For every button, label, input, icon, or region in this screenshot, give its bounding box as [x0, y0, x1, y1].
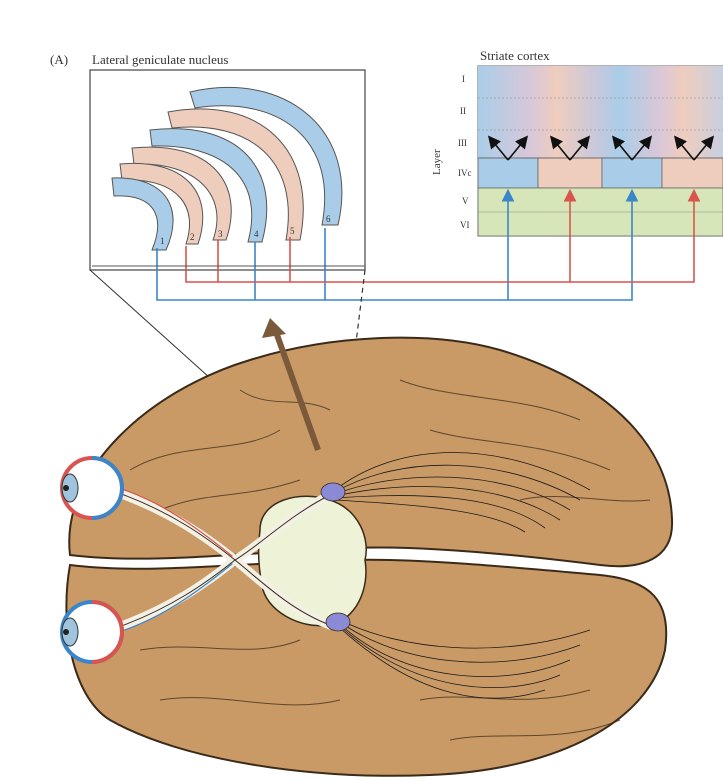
cortex-layer-I: I — [462, 74, 465, 84]
lgn-layer-number-3: 3 — [218, 229, 223, 239]
brain-hemisphere-lower — [66, 560, 666, 776]
cortex-layers-upper — [478, 66, 723, 158]
cortex-layer-VI: VI — [460, 220, 470, 230]
striate-cortex-block: I II III IVc V VI Layer — [431, 66, 723, 236]
cortex-title: Striate cortex — [480, 48, 550, 63]
lgn-layer-number-6: 6 — [326, 214, 331, 224]
lgn-title: Lateral geniculate nucleus — [92, 52, 228, 67]
lgn-marker-lower — [326, 613, 350, 631]
eye-upper — [62, 458, 122, 518]
cortex-axis-label: Layer — [431, 149, 443, 175]
cortex-layer-II: II — [460, 106, 466, 116]
cortex-layer-III: III — [458, 138, 467, 148]
layer-ivc-column-pink-1 — [538, 158, 602, 188]
brain-ventral-view — [62, 318, 672, 776]
thalamus-region — [259, 496, 367, 626]
panel-label: (A) — [50, 52, 68, 67]
lgn-layer-number-2: 2 — [190, 232, 195, 242]
lgn-marker-upper — [321, 483, 345, 501]
eye-lower — [62, 602, 122, 662]
cortex-layer-V: V — [462, 196, 469, 206]
lgn-layer-number-1: 1 — [160, 236, 165, 246]
layer-ivc-column-blue-2 — [602, 158, 662, 188]
brain-hemisphere-upper — [69, 338, 672, 567]
lgn-layer-number-4: 4 — [254, 229, 259, 239]
layer-ivc-column-blue-1 — [478, 158, 538, 188]
lgn-inset: 1 2 3 4 5 6 — [90, 70, 365, 270]
cortex-layer-IVc: IVc — [458, 168, 472, 178]
lgn-layer-number-5: 5 — [290, 226, 295, 236]
layer-ivc-column-pink-2 — [662, 158, 723, 188]
